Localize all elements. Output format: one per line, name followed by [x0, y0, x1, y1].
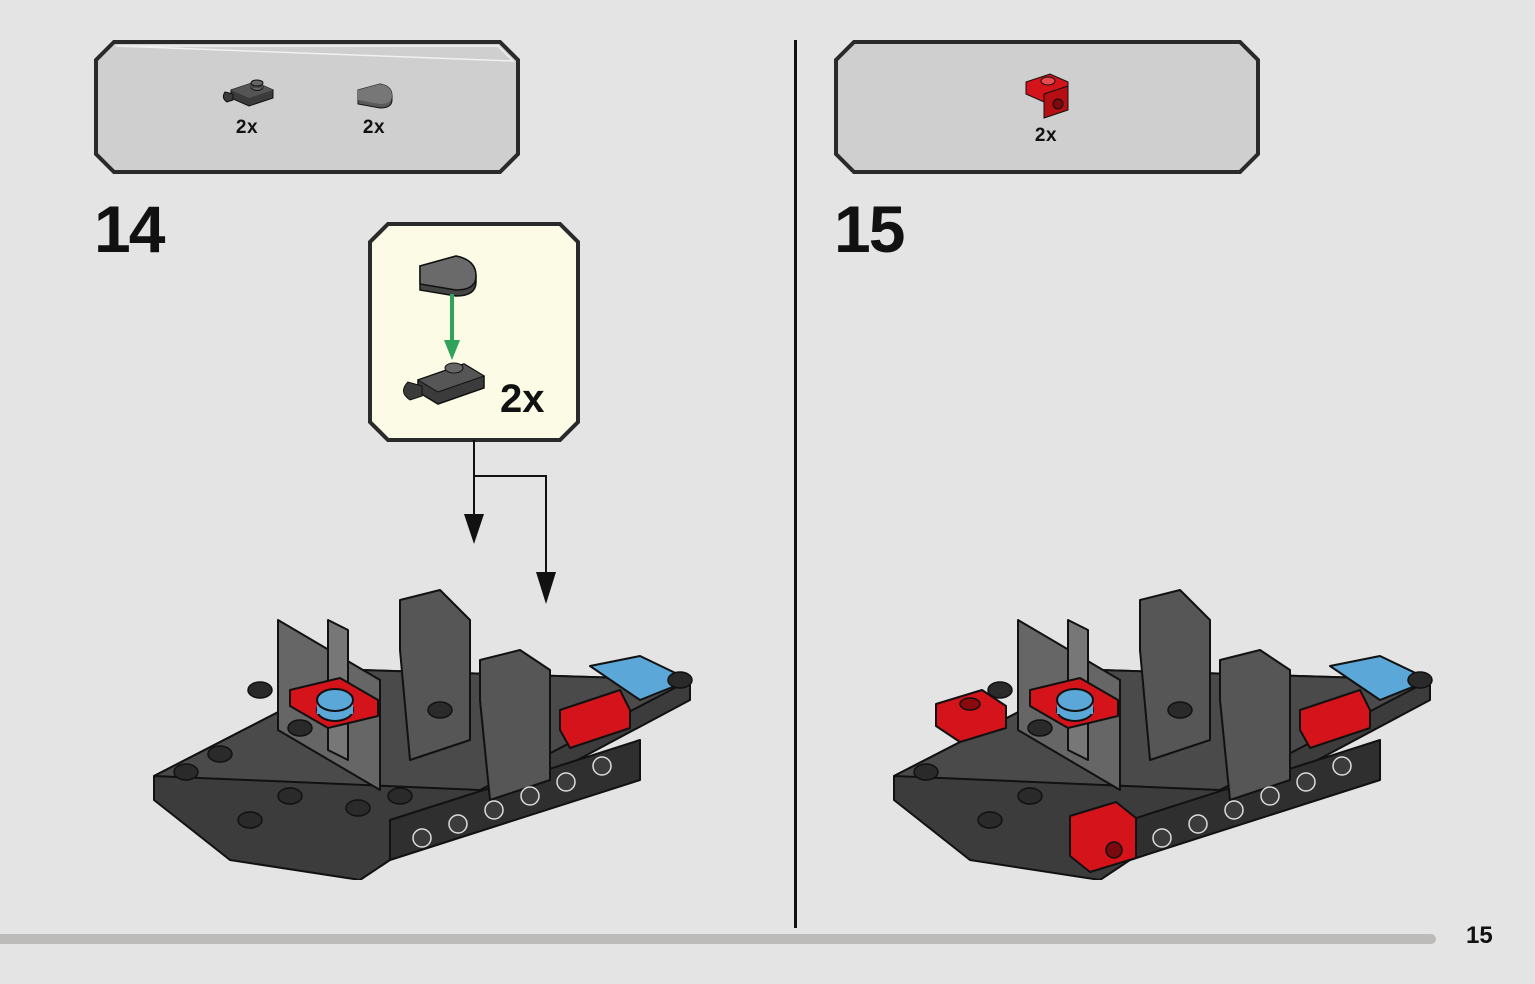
round-tile-icon	[357, 83, 393, 109]
red-bracket-added	[1069, 801, 1137, 873]
part-quantity: 2x	[1034, 125, 1058, 146]
part-round-tile: 2x	[350, 80, 398, 139]
parts-box-frame	[94, 40, 520, 174]
clip-plate-icon	[222, 79, 274, 107]
model-step-15	[893, 589, 1433, 880]
callout-frame	[368, 222, 580, 442]
progress-bar	[0, 934, 1436, 944]
step-number-14: 14	[94, 192, 165, 266]
part-clip-plate: 2x	[216, 76, 278, 139]
part-quantity: 2x	[362, 117, 386, 138]
arrow-down-icon	[536, 572, 556, 604]
sub-assembly-callout: 2x	[368, 222, 580, 442]
page-number: 15	[1466, 922, 1493, 949]
step-divider	[794, 40, 797, 928]
arrow-down-icon	[464, 514, 484, 544]
part-red-bracket: 2x	[1018, 68, 1074, 147]
parts-list-step-14: 2x 2x	[94, 40, 520, 174]
red-bracket-added	[935, 689, 1007, 743]
callout-quantity: 2x	[500, 377, 545, 421]
model-step-14	[153, 589, 693, 880]
step-number-15: 15	[834, 192, 905, 266]
part-quantity: 2x	[235, 117, 259, 138]
bracket-red-icon	[1025, 73, 1069, 119]
callout-arrows	[464, 440, 556, 604]
parts-list-step-15: 2x	[834, 40, 1260, 174]
